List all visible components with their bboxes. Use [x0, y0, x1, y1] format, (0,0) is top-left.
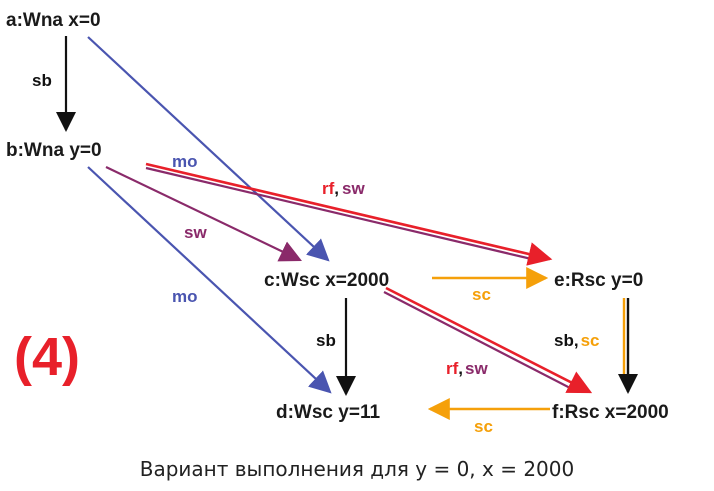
label-e-f-sb: sb: [554, 331, 574, 350]
nodes: a:Wna x=0 b:Wna y=0 c:Wsc x=2000 e:Rsc y…: [6, 10, 669, 423]
edge-c-f-rf: [385, 286, 593, 394]
label-b-e-sw: sw: [342, 179, 365, 198]
edge-c-f-sw: [383, 291, 575, 391]
label-c-f-rf-sw: rf,sw: [446, 359, 488, 378]
label-c-f-rf: rf: [446, 359, 459, 378]
label-b-d-mo: mo: [172, 287, 198, 306]
label-c-d-sb: sb: [316, 331, 336, 350]
edge-b-c-sw: [105, 166, 302, 262]
node-b: b:Wna y=0: [6, 140, 102, 161]
label-a-b-sb: sb: [32, 71, 52, 90]
edge-b-e-rf: [145, 162, 553, 266]
edge-b-d-mo: [87, 166, 332, 394]
variant-badge: (4): [14, 327, 80, 387]
figure-caption: Вариант выполнения для y = 0, x = 2000: [140, 457, 574, 481]
label-b-e-rf-sw: rf,sw: [322, 179, 365, 198]
label-b-c-sw: sw: [184, 223, 207, 242]
label-e-f-sc: sc: [581, 331, 600, 350]
edge-b-e-sw: [145, 166, 541, 263]
label-c-e-sc: sc: [472, 285, 491, 304]
node-e: e:Rsc y=0: [554, 270, 643, 291]
label-b-e-comma: ,: [334, 179, 339, 198]
label-b-e-rf: rf: [322, 179, 335, 198]
label-c-f-sw: sw: [465, 359, 488, 378]
node-f: f:Rsc x=2000: [552, 402, 669, 423]
label-e-f-comma: ,: [574, 331, 579, 350]
label-b-c-mo: mo: [172, 152, 198, 171]
label-e-f-sb-sc: sb,sc: [554, 331, 600, 350]
edge-labels: sb mo sw mo rf,sw sc sb sb,sc rf,sw sc: [32, 71, 600, 436]
edges: [56, 36, 638, 420]
node-a: a:Wna x=0: [6, 10, 101, 31]
label-c-f-comma: ,: [458, 359, 463, 378]
node-d: d:Wsc y=11: [276, 402, 380, 423]
edge-a-c-mo: [87, 36, 330, 262]
label-f-d-sc: sc: [474, 417, 493, 436]
node-c: c:Wsc x=2000: [264, 270, 389, 291]
